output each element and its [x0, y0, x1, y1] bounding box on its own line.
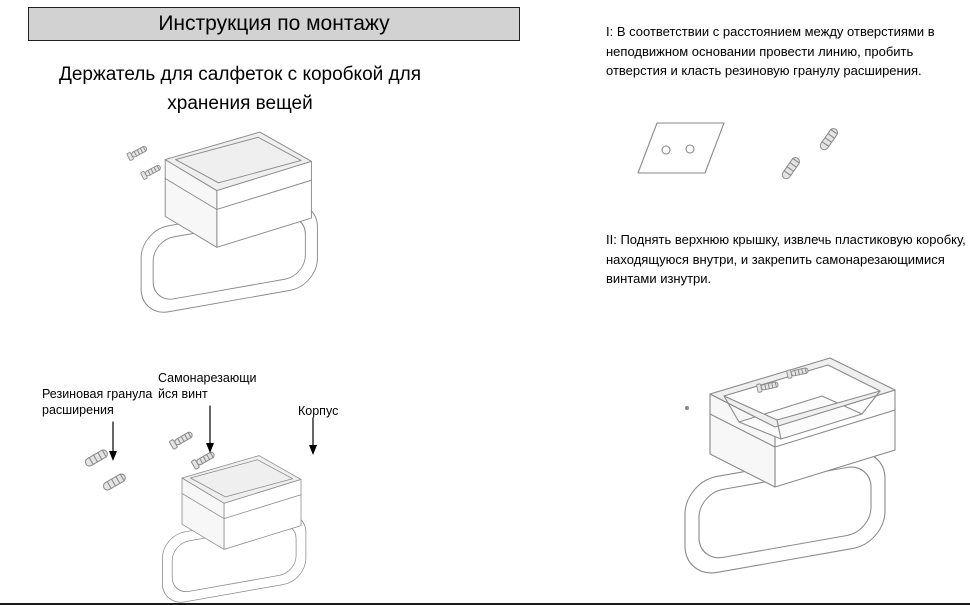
- expansion-plug-icon: [780, 155, 802, 181]
- page-footer-rule: [0, 603, 970, 605]
- screw-icon: [190, 449, 217, 470]
- callout-screw-label: Самонарезающи йся винт: [158, 371, 257, 402]
- drilling-diagram: [637, 122, 840, 181]
- page-header: Инструкция по монтажу: [28, 7, 520, 41]
- expansion-plug-icon: [101, 471, 128, 493]
- callout-arrows: [109, 405, 317, 461]
- screw-dot: [685, 406, 689, 410]
- product-illustration: [126, 131, 318, 318]
- closed-product: [162, 455, 307, 605]
- drill-hole: [685, 144, 695, 154]
- storage-box-open: [709, 357, 896, 488]
- screw-icon: [126, 143, 149, 162]
- screw-icon: [168, 429, 195, 450]
- step1-text: I: В соответствии с расстоянием между от…: [606, 24, 935, 78]
- product-title: Держатель для салфеток с коробкой для хр…: [59, 64, 421, 115]
- expansion-plug-icon: [83, 447, 110, 469]
- drill-hole: [661, 145, 671, 155]
- mounting-plate: [637, 122, 725, 174]
- callout-granule-label: Резиновая гранула расширения: [42, 387, 153, 418]
- expansion-plug-icon: [818, 126, 840, 152]
- arrowhead: [309, 445, 317, 455]
- open-box-diagram: [684, 357, 896, 574]
- arrowhead: [109, 451, 117, 461]
- step2-text: II: Поднять верхнюю крышку, извлечь плас…: [606, 232, 966, 286]
- header-title: Инструкция по монтажу: [158, 12, 390, 35]
- screw-icon: [139, 162, 163, 181]
- callout-body-label: Корпус: [298, 404, 339, 418]
- exploded-diagram: [83, 405, 317, 605]
- closed-product: [140, 131, 318, 318]
- arrowhead: [206, 443, 214, 453]
